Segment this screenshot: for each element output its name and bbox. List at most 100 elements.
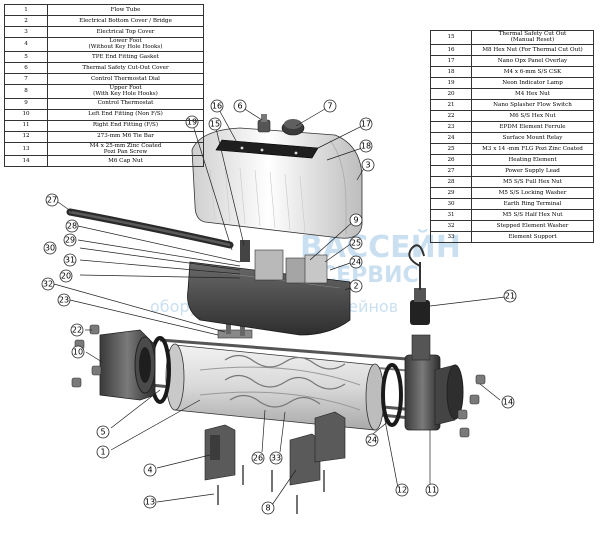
- part-number: 5: [4, 50, 48, 63]
- part-description: M5 S/S Half Hex Nut: [471, 208, 594, 221]
- callout-15: 15: [208, 117, 222, 131]
- svg-text:25: 25: [351, 239, 361, 248]
- callout-23: 23: [57, 293, 71, 307]
- right-end-fitting: [404, 334, 464, 431]
- callout-2: 2: [349, 279, 363, 293]
- part-number: 29: [430, 186, 472, 199]
- part-description: Electrical Bottom Cover / Bridge: [47, 15, 204, 27]
- part-number: 19: [430, 76, 472, 89]
- callout-24: 24: [349, 255, 363, 269]
- part-number: 14: [4, 155, 48, 168]
- part-description: Heating Element: [471, 153, 594, 166]
- part-description: M4 x 6-mm S/S CSK: [471, 65, 594, 78]
- part-number: 21: [430, 98, 472, 111]
- part-number: 24: [430, 131, 472, 144]
- svg-text:27: 27: [47, 196, 57, 205]
- svg-text:2: 2: [353, 282, 358, 291]
- svg-text:11: 11: [427, 486, 437, 495]
- part-description: Lower Foot (Without Key Hole Hooks): [47, 37, 204, 52]
- part-description: M6 Cap Nut: [47, 155, 204, 168]
- part-number: 13: [4, 141, 48, 157]
- callout-14: 14: [501, 395, 515, 409]
- svg-text:31: 31: [65, 256, 75, 265]
- part-description: Nano Opx Panel Overlay: [471, 54, 594, 67]
- callout-29: 29: [63, 233, 77, 247]
- screws: [217, 465, 325, 514]
- part-description: Earth Ring Terminal: [471, 197, 594, 210]
- part-number: 27: [430, 164, 472, 177]
- svg-text:14: 14: [503, 398, 513, 407]
- part-number: 16: [430, 43, 472, 56]
- part-number: 11: [4, 119, 48, 132]
- part-description: M4 Hex Nut: [471, 87, 594, 100]
- callout-7: 7: [323, 99, 337, 113]
- callout-20: 20: [59, 269, 73, 283]
- element-support: [217, 320, 253, 339]
- callout-3: 3: [361, 158, 375, 172]
- svg-text:6: 6: [237, 102, 242, 111]
- callout-31: 31: [63, 253, 77, 267]
- flow-switch: [408, 244, 430, 325]
- callout-1: 1: [96, 445, 110, 459]
- left-end-fitting: [99, 329, 156, 401]
- svg-text:24: 24: [351, 258, 361, 267]
- part-number: 9: [4, 97, 48, 110]
- part-description: Upper Foot (With Key Hole Hooks): [47, 83, 204, 99]
- part-description: M5 S/S Full Hex Nut: [471, 175, 594, 188]
- callout-13: 13: [143, 495, 157, 509]
- callout-26: 26: [251, 451, 265, 465]
- thermal-cutout-cover: [257, 114, 271, 133]
- callout-16: 16: [210, 99, 224, 113]
- callout-25: 25: [349, 236, 363, 250]
- part-description: M3 x 14 -mm FLG Pozi Zinc Coated: [471, 142, 594, 155]
- part-number: 1: [4, 4, 48, 16]
- part-description: Nano Splasher Flow Switch: [471, 98, 594, 111]
- part-description: Electrical Top Cover: [47, 26, 204, 38]
- callout-18: 18: [359, 139, 373, 153]
- svg-text:10: 10: [73, 348, 83, 357]
- callout-4: 4: [143, 463, 157, 477]
- callout-9: 9: [349, 213, 363, 227]
- callout-12: 12: [395, 483, 409, 497]
- part-number: 12: [4, 130, 48, 143]
- part-number: 32: [430, 219, 472, 232]
- svg-text:30: 30: [45, 244, 55, 253]
- part-number: 26: [430, 153, 472, 166]
- part-number: 7: [4, 72, 48, 85]
- panel-overlay: [215, 139, 319, 159]
- svg-text:13: 13: [145, 498, 155, 507]
- callout-17: 17: [359, 117, 373, 131]
- part-number: 31: [430, 208, 472, 221]
- flow-tube: [165, 343, 385, 431]
- part-description: Neon Indicator Lamp: [471, 76, 594, 89]
- callout-28: 28: [65, 219, 79, 233]
- part-description: 273-mm M6 Tie Bar: [47, 130, 204, 143]
- svg-text:7: 7: [327, 102, 332, 111]
- leader-lines: [53, 105, 506, 506]
- svg-text:16: 16: [212, 102, 222, 111]
- electrical-top-cover: [191, 127, 363, 239]
- callout-10: 10: [71, 345, 85, 359]
- svg-text:12: 12: [397, 486, 407, 495]
- part-number: 17: [430, 54, 472, 67]
